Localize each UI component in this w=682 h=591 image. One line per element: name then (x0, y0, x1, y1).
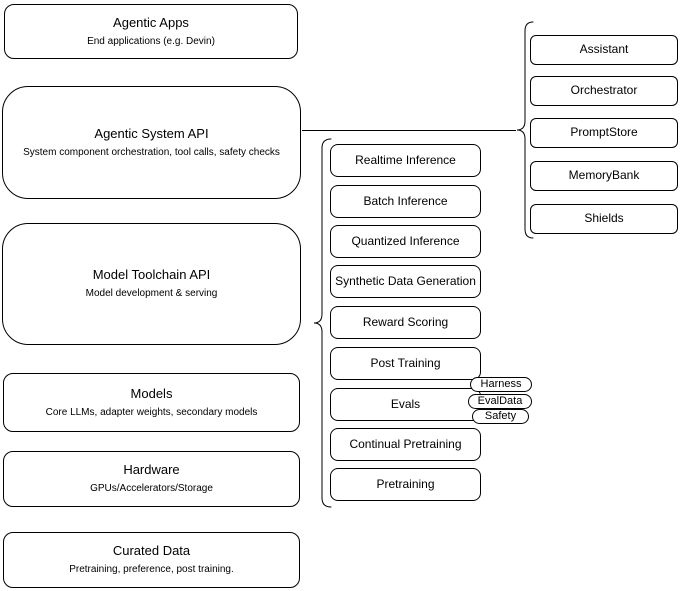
node-title: Curated Data (112, 543, 191, 559)
node-pretraining: Pretraining (330, 468, 481, 501)
node-orchestrator: Orchestrator (530, 76, 678, 106)
node-post-training: Post Training (330, 347, 481, 380)
node-label: Batch Inference (363, 193, 448, 208)
node-label: Synthetic Data Generation (335, 273, 476, 288)
toolchain-bracket (313, 138, 332, 508)
node-title: Hardware (123, 462, 180, 478)
node-label: Assistant (579, 42, 629, 57)
node-agentic-apps: Agentic Apps End applications (e.g. Devi… (4, 4, 298, 59)
node-assistant: Assistant (530, 35, 678, 65)
node-realtime-inference: Realtime Inference (330, 144, 481, 177)
node-label: Realtime Inference (355, 152, 456, 167)
node-model-toolchain-api: Model Toolchain API Model development & … (2, 223, 301, 345)
node-synthetic-data-generation: Synthetic Data Generation (330, 265, 481, 298)
node-batch-inference: Batch Inference (330, 185, 481, 218)
node-subtitle: Core LLMs, adapter weights, secondary mo… (45, 406, 258, 418)
node-models: Models Core LLMs, adapter weights, secon… (3, 373, 300, 432)
tag-safety: Safety (472, 409, 529, 424)
node-label: Orchestrator (570, 83, 638, 98)
tag-evaldata: EvalData (468, 394, 532, 409)
node-label: Pretraining (376, 476, 435, 491)
node-continual-pretraining: Continual Pretraining (330, 428, 481, 461)
node-hardware: Hardware GPUs/Accelerators/Storage (3, 451, 300, 507)
node-label: MemoryBank (568, 168, 640, 183)
node-title: Models (130, 385, 173, 401)
node-subtitle: Pretraining, preference, post training. (69, 564, 234, 576)
node-label: Continual Pretraining (349, 436, 462, 451)
node-label: Quantized Inference (351, 233, 460, 248)
node-title: Model Toolchain API (92, 267, 211, 283)
node-label: Reward Scoring (362, 314, 449, 329)
node-memorybank: MemoryBank (530, 161, 678, 191)
node-label: PromptStore (570, 125, 638, 140)
node-evals: Evals (330, 388, 481, 421)
node-subtitle: Model development & serving (85, 288, 218, 300)
node-label: Post Training (370, 355, 441, 370)
node-reward-scoring: Reward Scoring (330, 306, 481, 339)
tag-label: EvalData (477, 395, 523, 407)
node-subtitle: System component orchestration, tool cal… (23, 146, 280, 158)
node-curated-data: Curated Data Pretraining, preference, po… (3, 532, 300, 588)
node-label: Shields (584, 211, 624, 226)
node-label: Evals (390, 396, 421, 411)
node-shields: Shields (530, 204, 678, 234)
node-title: Agentic System API (94, 125, 209, 141)
node-subtitle: GPUs/Accelerators/Storage (90, 483, 213, 495)
node-quantized-inference: Quantized Inference (330, 225, 481, 258)
node-title: Agentic Apps (113, 14, 189, 30)
node-subtitle: End applications (e.g. Devin) (87, 35, 215, 47)
tag-label: Safety (484, 410, 517, 422)
tag-harness: Harness (470, 377, 532, 392)
tag-label: Harness (480, 378, 522, 390)
node-agentic-system-api: Agentic System API System component orch… (2, 86, 301, 199)
node-promptstore: PromptStore (530, 118, 678, 148)
